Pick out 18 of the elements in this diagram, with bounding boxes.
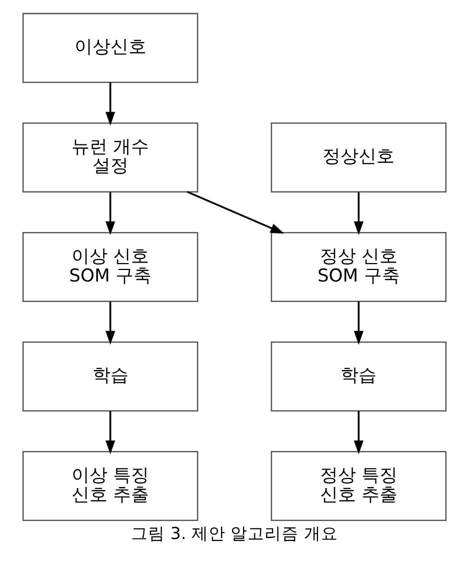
arrow <box>186 191 284 234</box>
node-box: 이상 특징 신호 추출 <box>22 451 198 522</box>
arrow <box>354 192 364 236</box>
arrow <box>106 411 116 454</box>
node-box: 학습 <box>22 342 198 412</box>
arrow <box>354 302 364 345</box>
arrow <box>106 192 116 236</box>
caption: 그림 3. 제안 알고리즘 개요 <box>131 524 338 543</box>
arrow <box>106 302 116 345</box>
node-box: 학습 <box>270 342 447 412</box>
node-box: 정상 신호 SOM 구축 <box>270 232 447 302</box>
node-box: 이상신호 <box>22 12 198 83</box>
node-box: 정상 특징 신호 추출 <box>270 451 447 522</box>
node-box: 뉴런 개수 설정 <box>22 122 198 192</box>
arrow <box>354 411 364 454</box>
node-box: 이상 신호 SOM 구축 <box>22 232 198 302</box>
arrow <box>106 82 116 126</box>
node-box: 정상신호 <box>270 122 447 192</box>
